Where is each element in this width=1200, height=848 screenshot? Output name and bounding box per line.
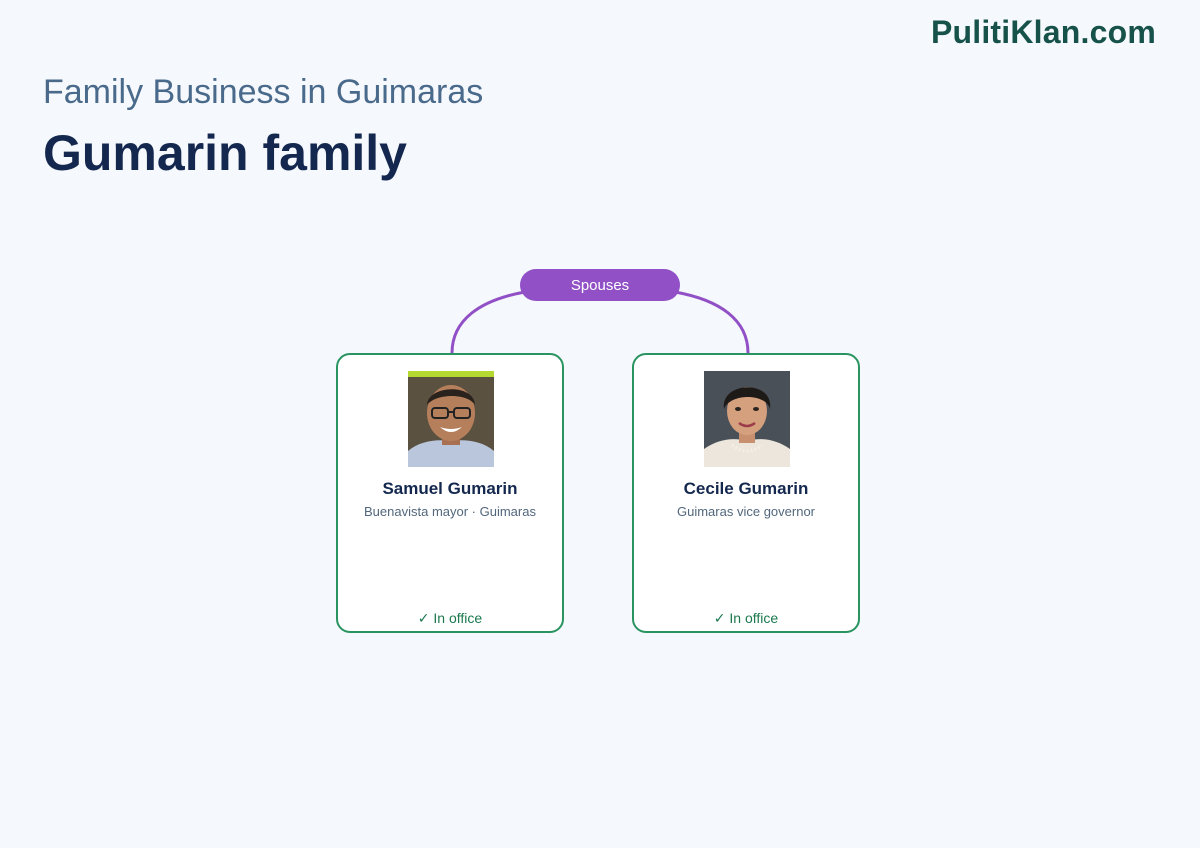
person-card-cecile[interactable]: Cecile Gumarin Guimaras vice governor ✓ … [632,353,860,633]
brand-logo: PulitiKlan.com [930,14,1156,50]
person-photo [408,371,494,467]
person-role: Buenavista mayor · Guimaras [364,504,536,519]
page-subtitle: Family Business in Guimaras [43,73,484,111]
person-photo [704,371,790,467]
status-badge: ✓ In office [417,610,483,626]
person-name: Cecile Gumarin [683,479,809,498]
spouse-link-line [674,290,750,354]
relation-badge: Spouses [520,269,680,301]
status-badge: ✓ In office [713,610,779,626]
spouse-link-line [450,290,526,354]
person-name: Samuel Gumarin [382,479,518,498]
page-title: Gumarin family [43,125,407,181]
person-role: Guimaras vice governor [677,504,815,519]
person-card-samuel[interactable]: Samuel Gumarin Buenavista mayor · Guimar… [336,353,564,633]
